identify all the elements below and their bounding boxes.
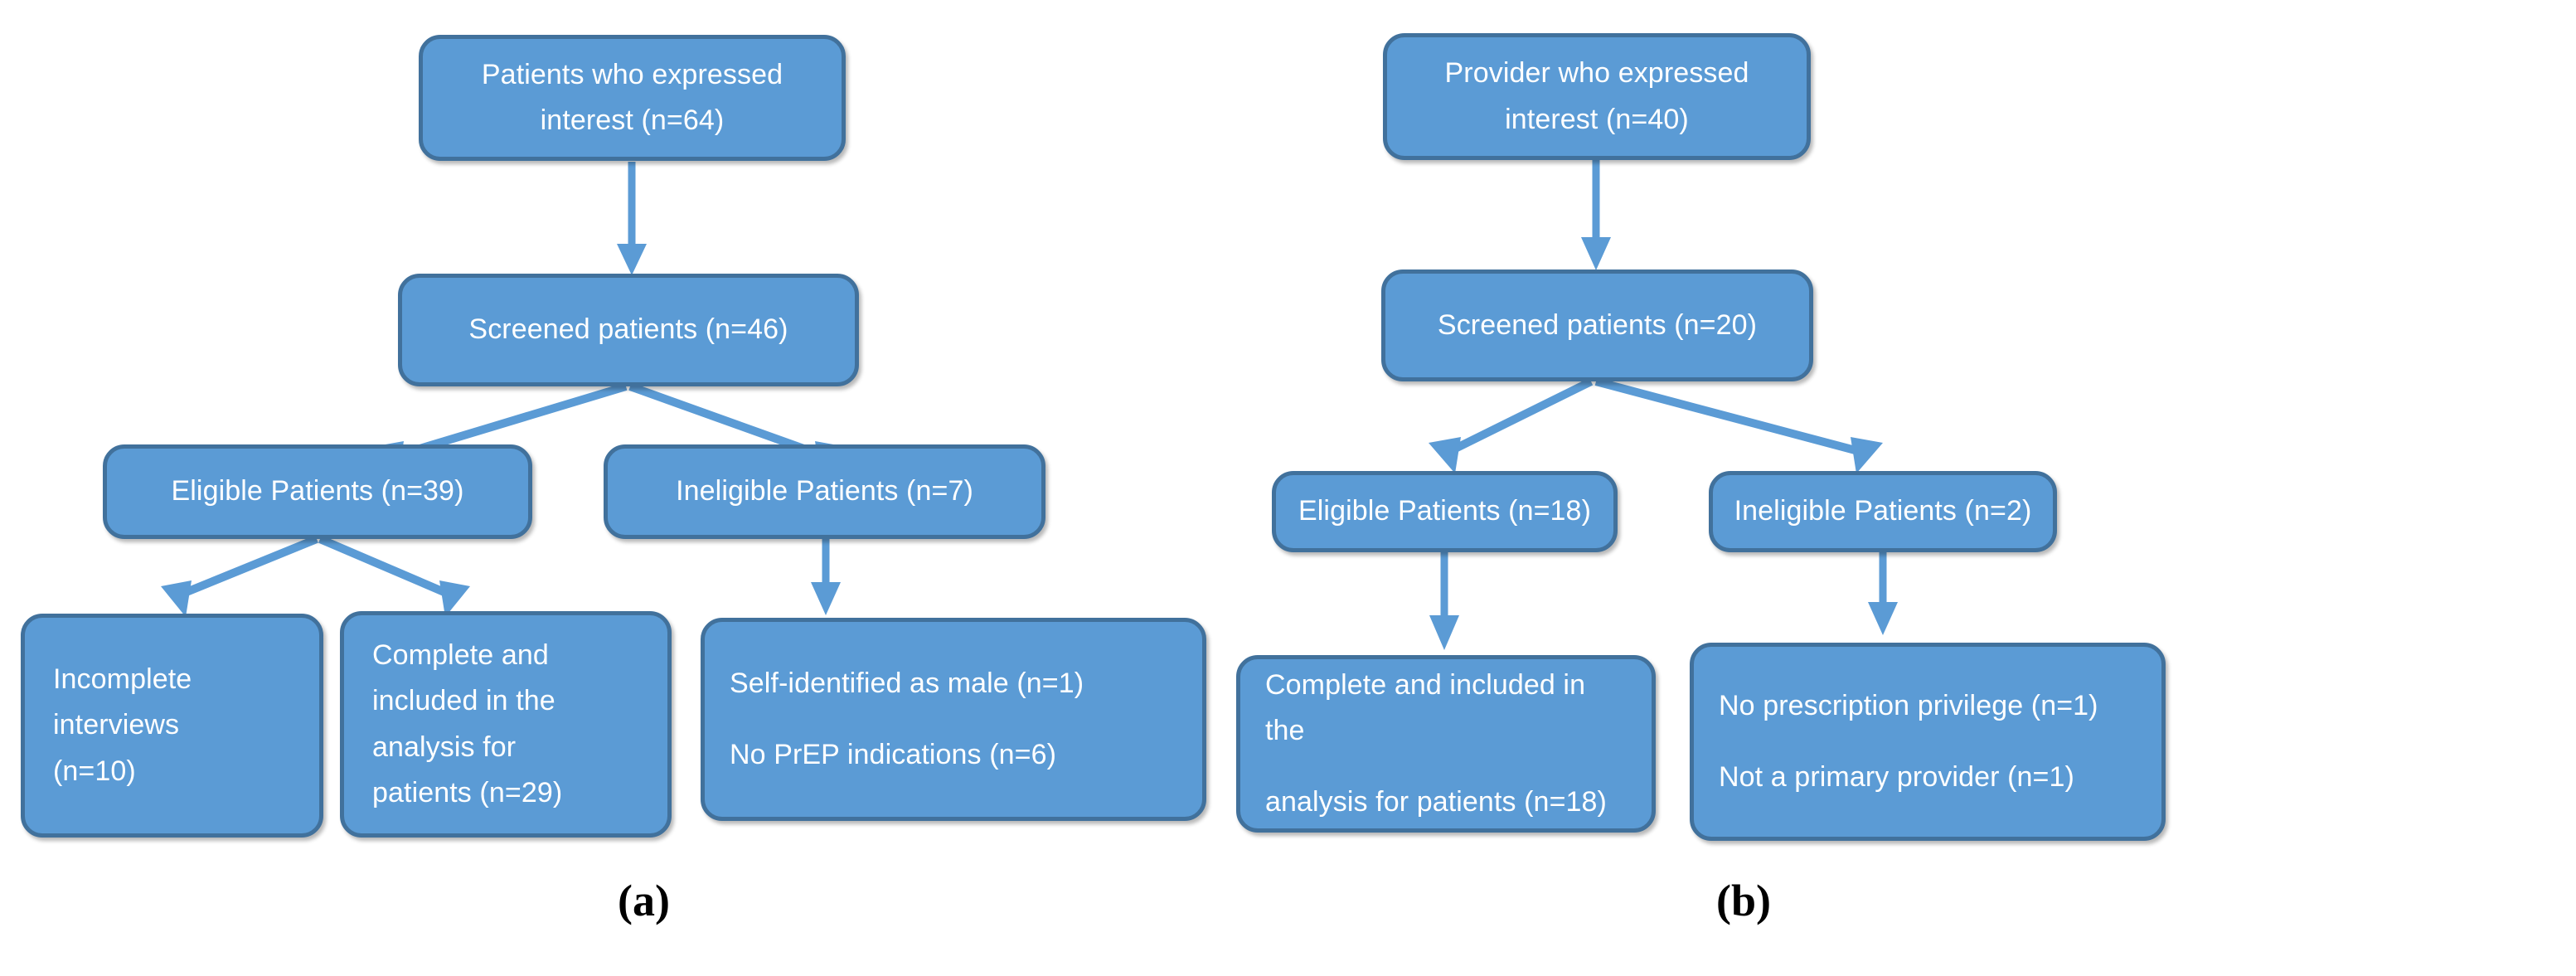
node-line: interest (n=40) (1505, 103, 1689, 135)
node-complete-included-analysis[interactable]: Complete and included in the analysis fo… (340, 611, 672, 838)
node-line: included in the (372, 685, 555, 717)
node-line: Ineligible Patients (n=2) (1734, 495, 2032, 527)
node-line: Screened patients (n=20) (1437, 308, 1758, 341)
node-ineligible-patients[interactable]: Ineligible Patients (n=2) (1709, 471, 2057, 552)
connector-eligible-to-complete-b (1288, 0, 2576, 976)
panel-caption-b: (b) (1716, 876, 1771, 925)
node-provider-expressed-interest[interactable]: Provider who expressed interest (n=40) (1383, 33, 1811, 160)
node-line: Self-identified as male (n=1) (730, 668, 1084, 700)
node-complete-included-analysis[interactable]: Complete and included in the analysis fo… (1236, 655, 1656, 833)
node-line: Eligible Patients (n=39) (171, 475, 464, 507)
node-incomplete-interviews[interactable]: Incomplete interviews (n=10) (21, 614, 323, 838)
node-eligible-patients[interactable]: Eligible Patients (n=39) (103, 444, 532, 539)
node-line: analysis for patients (n=18) (1265, 785, 1607, 818)
node-line: interviews (53, 709, 180, 741)
node-line: Complete and (372, 639, 549, 672)
node-line: Incomplete (53, 663, 192, 696)
connector-screened-split-b (1288, 0, 2576, 976)
node-ineligible-patients[interactable]: Ineligible Patients (n=7) (604, 444, 1045, 539)
node-eligible-patients[interactable]: Eligible Patients (n=18) (1272, 471, 1618, 552)
node-line: Complete and included in the (1265, 669, 1594, 747)
connector-ineligible-to-reasons-b (1288, 0, 2576, 976)
node-line: Eligible Patients (n=18) (1298, 495, 1591, 527)
panel-caption-a: (a) (618, 876, 670, 925)
node-line: Patients who expressed (481, 58, 783, 90)
node-line: Provider who expressed (1444, 57, 1749, 90)
connector-eligible-split-a (161, 535, 470, 617)
node-patients-expressed-interest[interactable]: Patients who expressed interest (n=64) (419, 35, 846, 161)
connector-ineligible-to-reasons-a (811, 539, 841, 615)
panel-b: Provider who expressed interest (n=40) S… (1236, 0, 2576, 976)
connector-interest-to-screened-b (1288, 0, 2576, 976)
connector-interest-to-screened-a (617, 162, 647, 275)
node-line: analysis for (372, 731, 517, 763)
node-screened-patients[interactable]: Screened patients (n=46) (398, 274, 859, 386)
node-ineligibility-reasons[interactable]: No prescription privilege (n=1) Not a pr… (1690, 643, 2166, 841)
node-line: No PrEP indications (n=6) (730, 738, 1057, 770)
node-line: Screened patients (n=46) (468, 313, 788, 346)
node-line: patients (n=29) (372, 776, 563, 808)
node-ineligibility-reasons[interactable]: Self-identified as male (n=1) No PrEP in… (701, 618, 1206, 821)
node-line: interest (n=64) (540, 104, 725, 136)
node-line: Ineligible Patients (n=7) (676, 475, 973, 507)
panel-a: Patients who expressed interest (n=64) S… (21, 35, 1206, 925)
node-line: No prescription privilege (n=1) (1719, 690, 2098, 722)
node-line: (n=10) (53, 755, 136, 787)
node-screened-patients[interactable]: Screened patients (n=20) (1381, 269, 1813, 381)
node-line: Not a primary provider (n=1) (1719, 760, 2074, 793)
